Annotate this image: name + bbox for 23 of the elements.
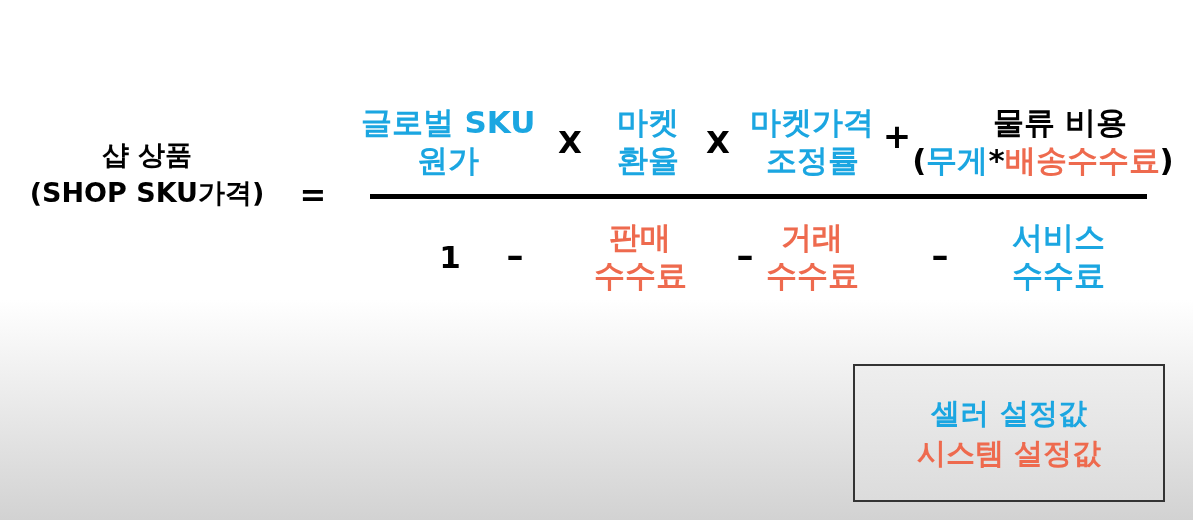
number: 1 xyxy=(439,238,461,276)
plus-sign: + xyxy=(882,117,912,155)
equals-sign: = xyxy=(299,176,327,214)
multiply-sign: X xyxy=(558,123,582,161)
formula-term: 거래 수수료 xyxy=(765,218,859,294)
result-label: 샵 상품 (SHOP SKU가격) xyxy=(29,138,265,210)
formula-term: 무게 xyxy=(926,141,989,179)
parenthesis: ) xyxy=(1159,141,1174,179)
formula-term: 마켓 환율 xyxy=(617,103,679,179)
formula-term: 서비스 수수료 xyxy=(1011,218,1105,294)
legend-label: 셀러 설정값 xyxy=(931,395,1087,432)
multiply-sign: X xyxy=(706,123,730,161)
formula-term: 마켓가격 조정률 xyxy=(750,103,874,179)
legend-label: 시스템 설정값 xyxy=(916,435,1102,472)
minus-sign: – xyxy=(736,236,754,274)
formula-term: 물류 비용 xyxy=(992,103,1128,141)
multiply-sign: * xyxy=(988,141,1005,179)
minus-sign: – xyxy=(931,236,949,274)
parenthesis: ( xyxy=(912,141,927,179)
minus-sign: – xyxy=(506,236,524,274)
formula-term: 판매 수수료 xyxy=(593,218,687,294)
formula-term: 글로벌 SKU 원가 xyxy=(360,103,536,179)
formula-term: 배송수수료 xyxy=(1004,141,1160,179)
